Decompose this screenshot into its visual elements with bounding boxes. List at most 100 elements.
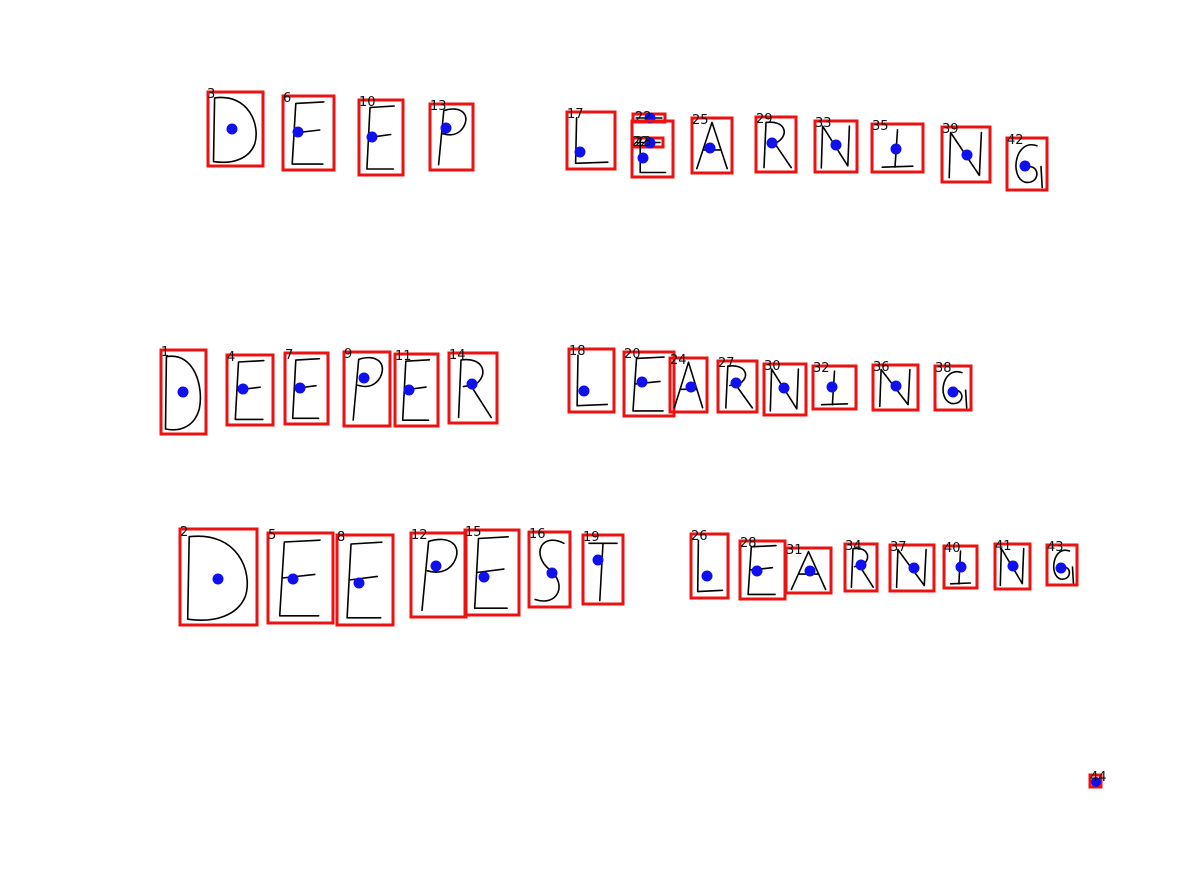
- component-label: 7: [285, 348, 293, 363]
- component-22-7: 22: [630, 119, 675, 179]
- centroid-dot: [177, 386, 189, 398]
- bounding-box: [942, 544, 979, 590]
- centroid-dot: [212, 573, 224, 585]
- component-1-14: 1: [159, 345, 208, 436]
- centroid-dot: [730, 377, 742, 389]
- centroid-dot: [804, 565, 816, 577]
- glyph-stroke: [164, 355, 202, 431]
- centroid-dot: [578, 385, 590, 397]
- glyph-stroke: [186, 535, 249, 621]
- glyph-stroke: [1015, 144, 1043, 189]
- bounding-box: [940, 125, 992, 184]
- glyph-stroke: [437, 108, 467, 166]
- bounding-box: [762, 362, 808, 417]
- component-7-16: 7: [283, 348, 330, 426]
- component-label: 12: [411, 528, 428, 543]
- centroid-dot: [592, 554, 604, 566]
- component-41-41: 41: [993, 539, 1032, 591]
- component-4-15: 4: [225, 350, 275, 427]
- bounding-box: [1045, 543, 1079, 587]
- bounding-box: [870, 122, 925, 174]
- component-label: 18: [569, 344, 586, 359]
- component-label: 43: [1047, 540, 1064, 555]
- glyph-stroke: [942, 370, 968, 409]
- glyph-stroke: [588, 542, 618, 602]
- component-6-1: 6: [281, 91, 336, 172]
- component-13-3: 13: [428, 99, 475, 172]
- component-label: 26: [691, 529, 708, 544]
- centroid-dot: [855, 559, 867, 571]
- bounding-box: [447, 351, 499, 425]
- bounding-box: [357, 98, 405, 177]
- glyph-stroke: [747, 544, 777, 596]
- component-label: 19: [583, 530, 600, 545]
- component-25-8: 25: [690, 113, 734, 175]
- centroid-dot: [237, 383, 249, 395]
- centroid-dot: [830, 139, 842, 151]
- glyph-stroke: [212, 96, 257, 164]
- component-14-19: 14: [447, 348, 499, 425]
- bounding-box: [993, 542, 1032, 591]
- glyph-stroke: [696, 539, 724, 593]
- glyph-stroke: [234, 359, 265, 421]
- component-3-0: 3: [206, 87, 265, 168]
- centroid-dot: [637, 152, 649, 164]
- glyph-stroke: [346, 541, 383, 619]
- bounding-box: [567, 347, 616, 414]
- component-label: 4: [227, 350, 235, 365]
- component-17-4: 17: [565, 107, 617, 171]
- component-label: 22: [632, 135, 649, 150]
- centroid-dot: [226, 123, 238, 135]
- component-label: 30: [764, 359, 781, 374]
- centroid-dot: [685, 381, 697, 393]
- centroid-dot: [751, 565, 763, 577]
- bounding-box: [689, 532, 730, 600]
- component-32-25: 32: [811, 361, 858, 411]
- component-19-34: 19: [581, 530, 625, 606]
- bounding-box: [933, 364, 973, 412]
- component-label: 35: [872, 119, 889, 134]
- component-30-24: 30: [762, 359, 808, 417]
- component-label: 39: [942, 122, 959, 137]
- centroid-dot: [466, 378, 478, 390]
- component-18-20: 18: [567, 344, 616, 414]
- glyph-stroke: [473, 536, 509, 609]
- bounding-box: [206, 90, 265, 168]
- centroid-dot: [908, 562, 920, 574]
- component-label: 16: [529, 527, 546, 542]
- centroid-dot: [778, 382, 790, 394]
- bounding-box: [843, 542, 879, 593]
- component-26-35: 26: [689, 529, 730, 600]
- component-label: 3: [207, 87, 215, 102]
- component-label: 1: [161, 345, 169, 360]
- component-label: 38: [935, 361, 952, 376]
- bounding-box: [428, 102, 475, 172]
- bounding-box: [266, 531, 335, 625]
- bounding-box: [565, 110, 617, 171]
- component-36-26: 36: [871, 360, 920, 412]
- centroid-dot: [636, 376, 648, 388]
- glyph-stroke: [639, 137, 667, 174]
- centroid-dot: [366, 131, 378, 143]
- centroid-dot: [1019, 160, 1031, 172]
- bounding-box: [668, 356, 709, 414]
- component-42-13: 42: [1005, 133, 1049, 192]
- component-label: 32: [813, 361, 830, 376]
- component-label: 42: [1007, 133, 1024, 148]
- component-2-28: 2: [178, 525, 259, 627]
- component-12-31: 12: [409, 528, 468, 619]
- component-39-12: 39: [940, 122, 992, 184]
- centroid-dot: [353, 577, 365, 589]
- centroid-dot: [1091, 777, 1101, 787]
- centroid-dot: [947, 386, 959, 398]
- bounding-box: [393, 352, 440, 428]
- component-5-29: 5: [266, 528, 335, 625]
- bounding-box: [888, 543, 936, 593]
- bounding-box: [581, 533, 625, 606]
- component-22-5: 22: [631, 110, 667, 125]
- bounding-box: [754, 115, 798, 174]
- component-label: 44: [1090, 770, 1107, 785]
- bounding-box: [784, 546, 833, 595]
- component-label: 27: [718, 356, 735, 371]
- component-label: 36: [873, 360, 890, 375]
